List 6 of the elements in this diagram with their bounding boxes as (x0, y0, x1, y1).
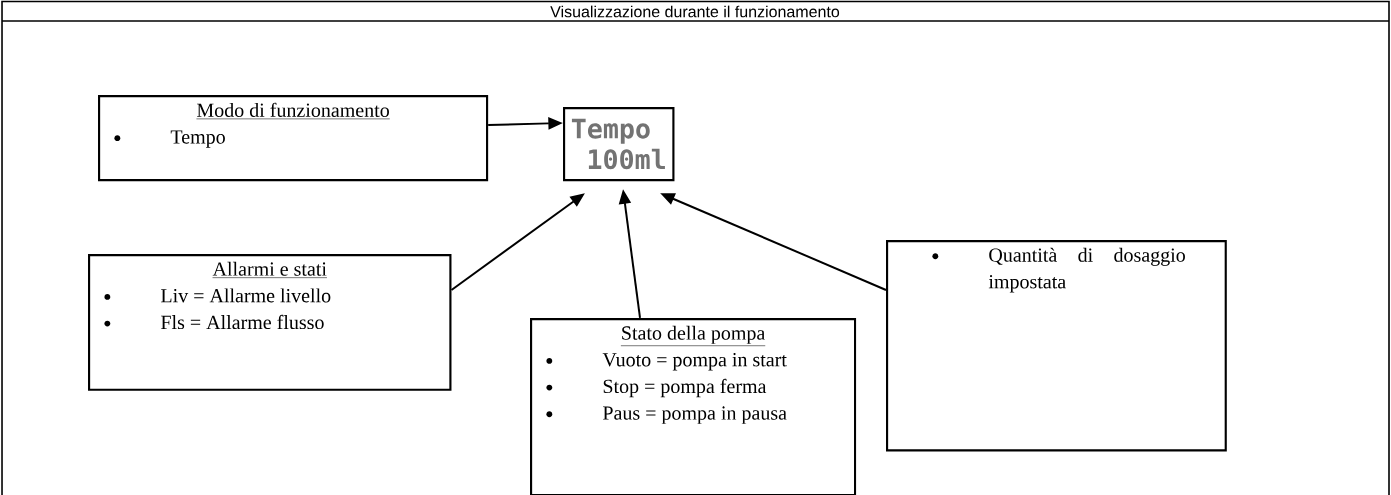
table-header: Visualizzazione durante il funzionamento (550, 5, 840, 18)
callout-box: Allarmi e stati Liv = Allarme livello Fls = Allarme flusso (88, 254, 452, 391)
callout-box: Stato della pompa Vuoto = pompa in start Stop = pompa ferma Paus = pompa in pausa (530, 318, 857, 495)
callout-box: Modo di funzionamento Tempo (98, 95, 489, 182)
display-screen: Tempo 100ml (563, 107, 675, 182)
callout-box: Quantità di dosaggio impostata (886, 240, 1227, 452)
